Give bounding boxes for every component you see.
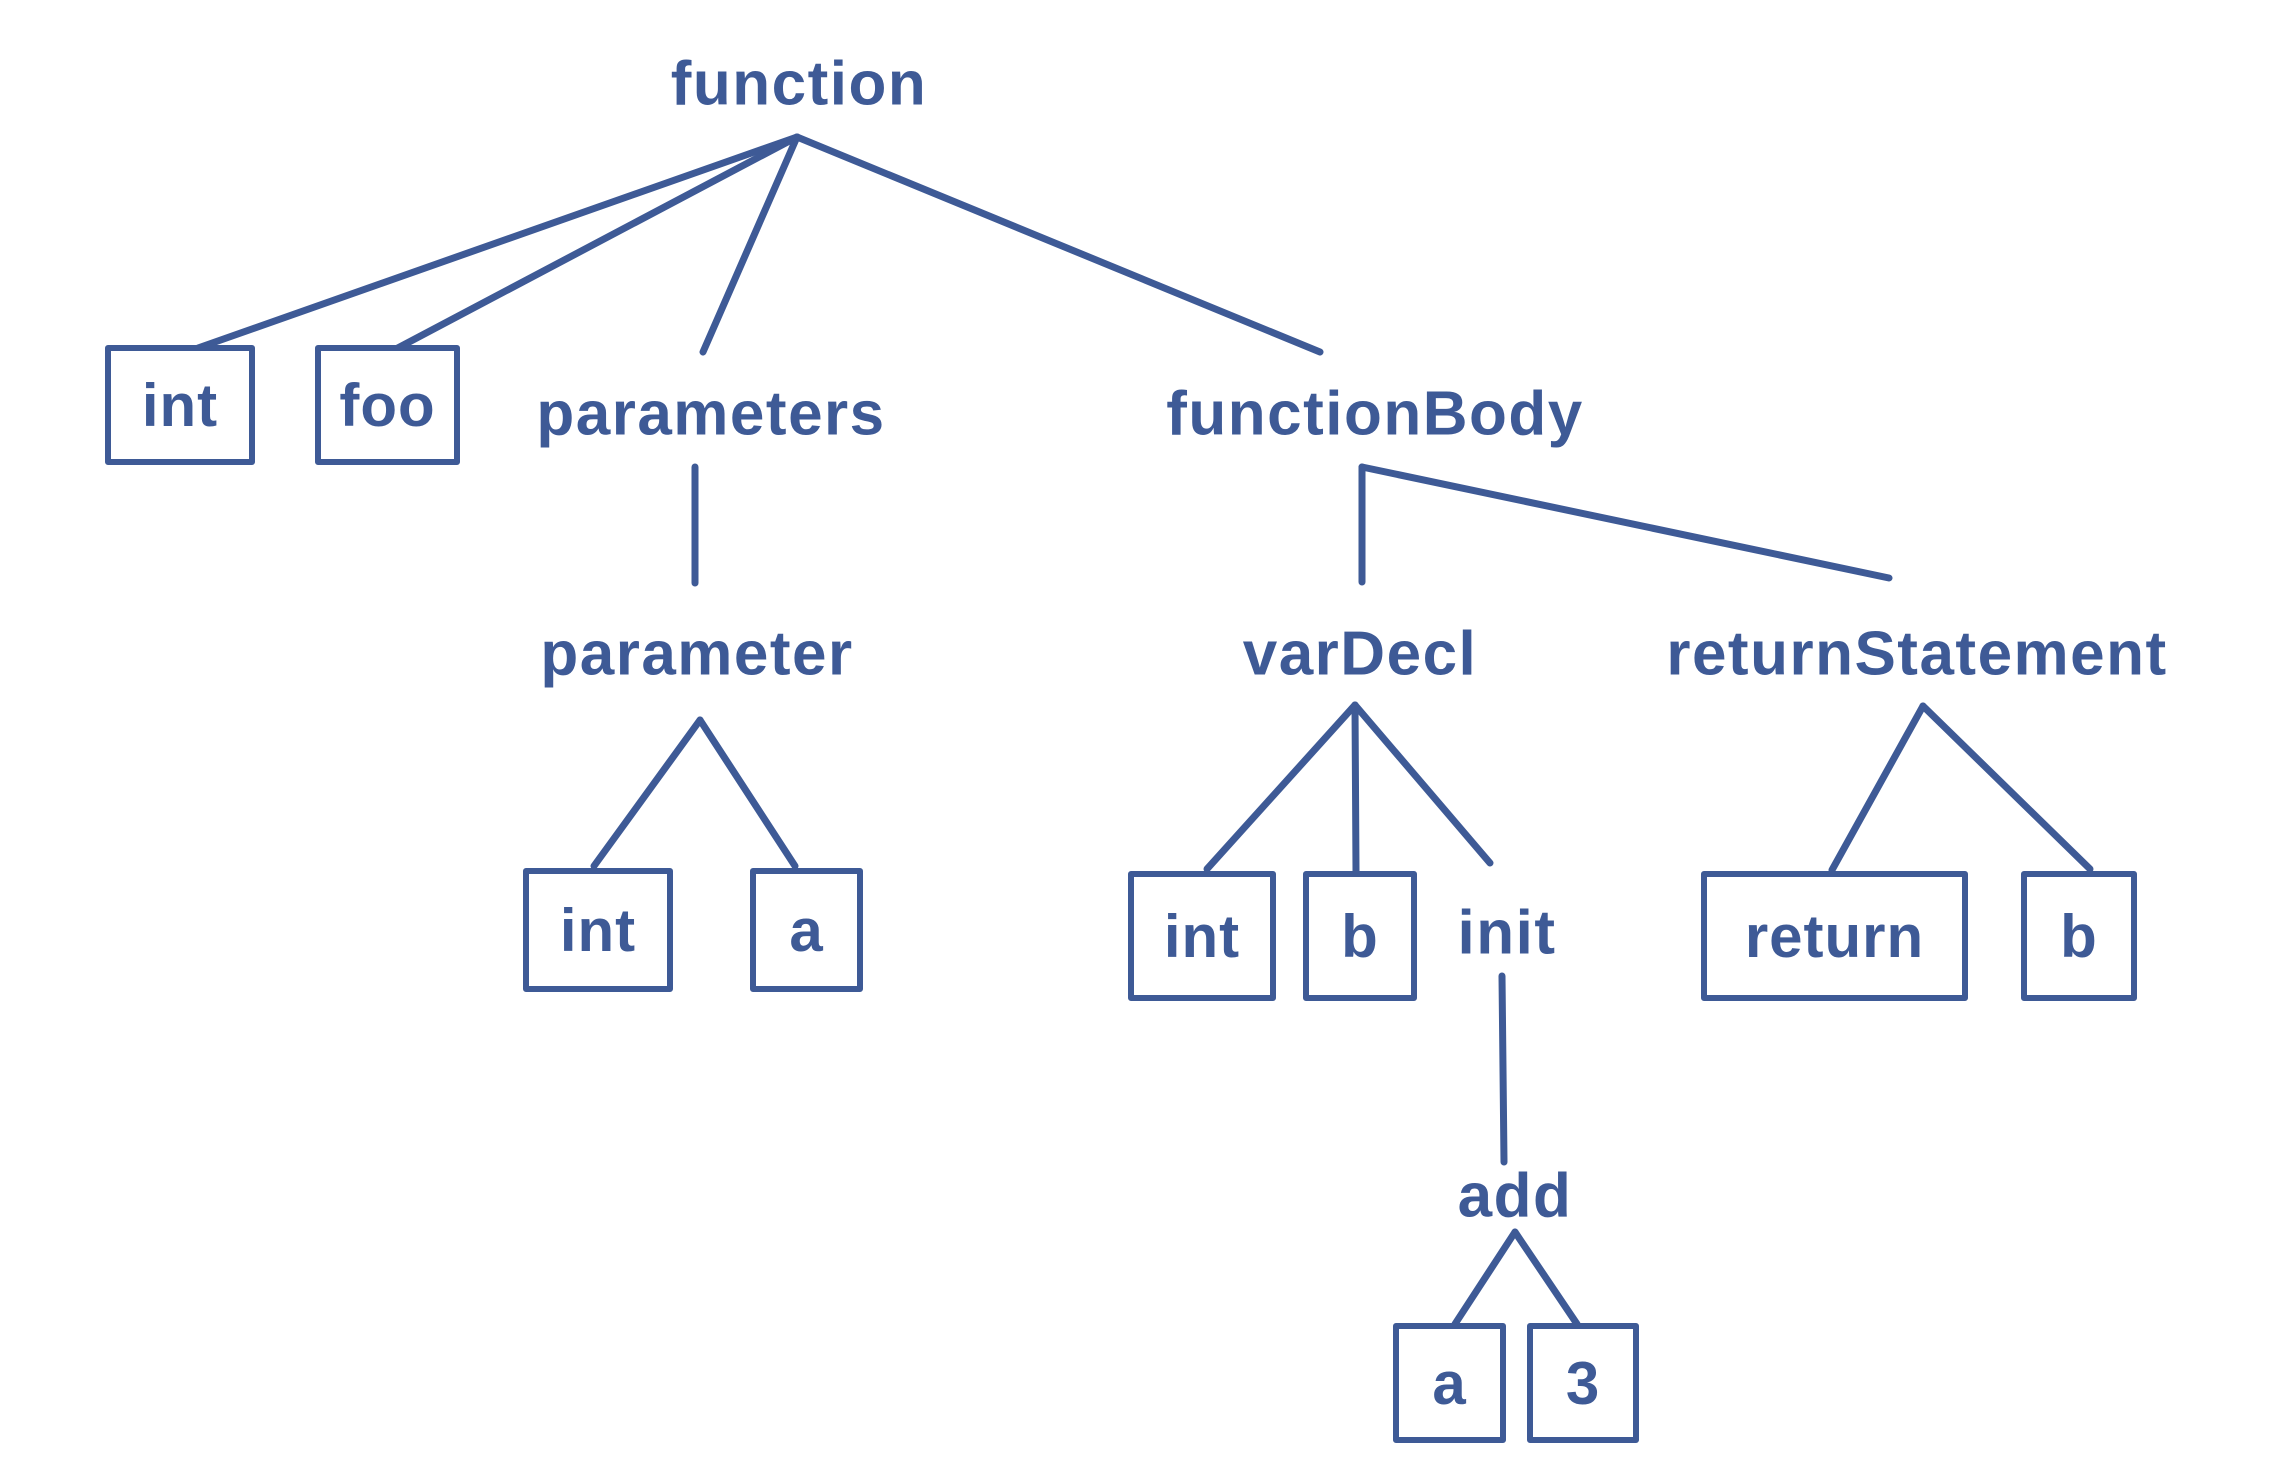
- node-parameters: parameters: [536, 379, 886, 449]
- edge-add-3: [1511, 1228, 1581, 1328]
- node-parameter: parameter: [540, 619, 854, 689]
- node-function: function: [670, 49, 928, 119]
- node-box-b-vardecl: b: [1303, 871, 1417, 1001]
- node-box-3-operand: 3: [1527, 1323, 1639, 1443]
- edge-vardecl-b: [1351, 701, 1360, 875]
- edge-parameter-int: [590, 716, 704, 870]
- node-init: init: [1457, 898, 1557, 968]
- edge-function-int: [194, 133, 801, 352]
- node-add: add: [1457, 1161, 1573, 1231]
- edge-returnstatement-return: [1828, 702, 1927, 874]
- edge-vardecl-int: [1203, 701, 1359, 873]
- node-var-decl: varDecl: [1242, 619, 1478, 689]
- node-box-int-return-type: int: [105, 345, 255, 465]
- node-box-b-return-value: b: [2021, 871, 2137, 1001]
- node-function-body: functionBody: [1166, 379, 1584, 449]
- node-box-a-parameter: a: [750, 868, 863, 992]
- edge-functionbody-returnstatement: [1358, 463, 1893, 582]
- node-box-int-vardecl-type: int: [1128, 871, 1276, 1001]
- edge-returnstatement-b: [1919, 702, 2094, 873]
- edge-function-functionbody: [793, 133, 1324, 356]
- node-box-int-parameter-type: int: [523, 868, 673, 992]
- edge-parameter-a: [696, 716, 799, 870]
- edge-vardecl-init: [1351, 701, 1494, 867]
- edge-function-parameters: [699, 133, 801, 356]
- node-return-statement: returnStatement: [1666, 619, 2168, 689]
- edge-add-a: [1451, 1228, 1519, 1328]
- node-box-a-operand: a: [1393, 1323, 1506, 1443]
- edge-init-add: [1498, 972, 1508, 1166]
- edge-function-foo: [390, 133, 801, 354]
- node-box-foo: foo: [315, 345, 460, 465]
- node-box-return-keyword: return: [1701, 871, 1968, 1001]
